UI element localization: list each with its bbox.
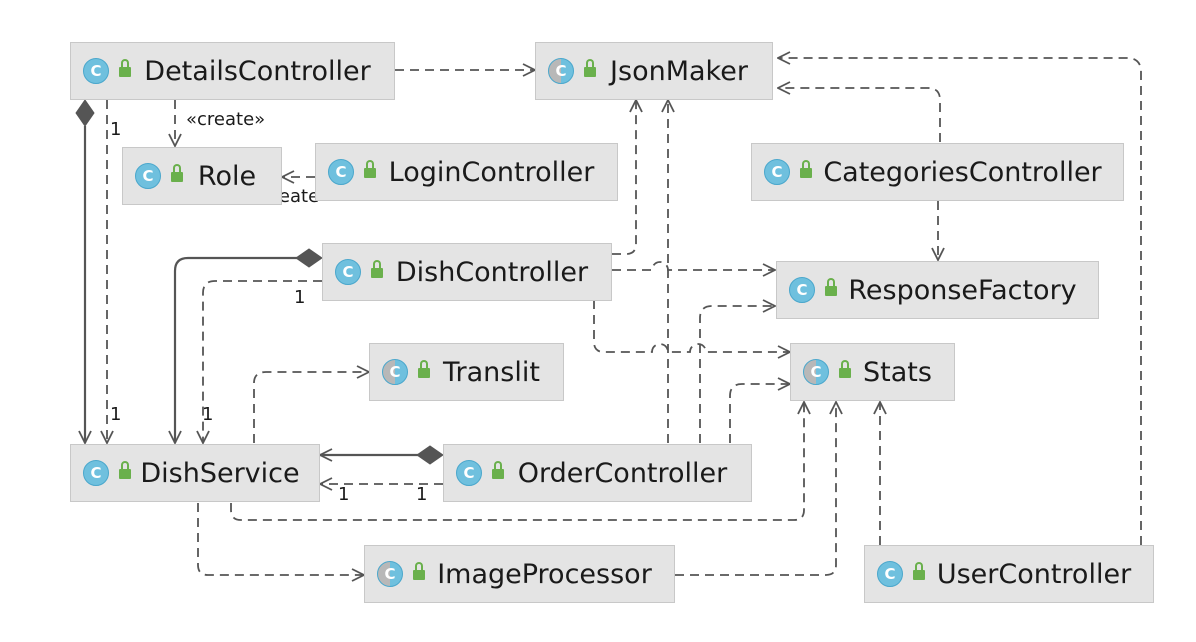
class-node-categoriescontroller[interactable]: C CategoriesController bbox=[751, 143, 1124, 201]
class-icon: C bbox=[135, 163, 161, 189]
lock-icon bbox=[492, 461, 504, 479]
class-node-translit[interactable]: C Translit bbox=[369, 343, 564, 401]
lock-icon bbox=[913, 562, 925, 580]
class-node-jsonmaker[interactable]: C JsonMaker bbox=[535, 42, 773, 100]
abstract-class-icon: C bbox=[382, 359, 408, 385]
class-icon: C bbox=[335, 259, 361, 285]
multiplicity-label: 1 bbox=[110, 119, 122, 140]
abstract-class-icon: C bbox=[377, 561, 403, 587]
edge-image-to-stats bbox=[675, 402, 836, 576]
class-icon: C bbox=[328, 159, 354, 185]
lock-icon bbox=[364, 160, 376, 178]
edge-order-to-response bbox=[699, 306, 775, 443]
lock-icon bbox=[584, 59, 596, 77]
class-node-responsefactory[interactable]: C ResponseFactory bbox=[776, 261, 1099, 319]
diamond-dish bbox=[295, 248, 323, 268]
edge-dish-to-response bbox=[612, 261, 775, 270]
lock-icon bbox=[839, 360, 851, 378]
edge-order-to-stats bbox=[729, 384, 790, 443]
abstract-class-icon: C bbox=[803, 359, 829, 385]
edge-user-to-json bbox=[778, 58, 1142, 545]
lock-icon bbox=[825, 278, 837, 296]
class-icon: C bbox=[83, 460, 109, 486]
class-name: ResponseFactory bbox=[848, 274, 1077, 306]
lock-icon bbox=[371, 260, 383, 278]
lock-icon bbox=[800, 160, 812, 178]
multiplicity-label: 1 bbox=[294, 287, 306, 308]
edge-categories-to-json bbox=[778, 88, 941, 142]
lock-icon bbox=[119, 461, 131, 479]
lock-icon bbox=[413, 562, 425, 580]
class-node-dishservice[interactable]: C DishService bbox=[70, 444, 320, 502]
class-icon: C bbox=[764, 159, 790, 185]
class-name: CategoriesController bbox=[823, 156, 1102, 188]
class-node-logincontroller[interactable]: C LoginController bbox=[315, 143, 618, 201]
class-node-ordercontroller[interactable]: C OrderController bbox=[443, 444, 752, 502]
edge-dish-to-dishservice bbox=[203, 280, 322, 443]
class-icon: C bbox=[877, 561, 903, 587]
class-icon: C bbox=[83, 58, 109, 84]
class-name: DishService bbox=[140, 457, 300, 489]
lock-icon bbox=[171, 164, 183, 182]
diamond-order bbox=[416, 445, 444, 465]
multiplicity-label: 1 bbox=[416, 484, 428, 505]
edge-dishservice-to-translit bbox=[253, 372, 369, 443]
multiplicity-label: 1 bbox=[110, 404, 122, 425]
class-name: JsonMaker bbox=[610, 55, 748, 87]
diamond-details bbox=[75, 99, 95, 127]
class-name: OrderController bbox=[517, 457, 728, 489]
class-name: ImageProcessor bbox=[437, 558, 652, 590]
class-node-imageprocessor[interactable]: C ImageProcessor bbox=[364, 545, 675, 603]
class-icon: C bbox=[789, 277, 815, 303]
class-name: DishController bbox=[395, 256, 589, 288]
multiplicity-label: 1 bbox=[338, 484, 350, 505]
class-node-usercontroller[interactable]: C UserController bbox=[864, 545, 1154, 603]
lock-icon bbox=[418, 360, 430, 378]
class-icon: C bbox=[456, 460, 482, 486]
composition-dish-dishservice bbox=[175, 256, 297, 443]
class-node-dishcontroller[interactable]: C DishController bbox=[322, 243, 612, 301]
class-name: UserController bbox=[936, 558, 1132, 590]
lock-icon bbox=[119, 59, 131, 77]
class-node-detailscontroller[interactable]: C DetailsController bbox=[70, 42, 395, 100]
class-name: Role bbox=[197, 160, 257, 192]
edge-dish-to-stats bbox=[593, 300, 790, 352]
multiplicity-label: 1 bbox=[202, 404, 214, 425]
class-name: Stats bbox=[863, 356, 932, 388]
edge-dishservice-to-image bbox=[197, 503, 364, 575]
class-node-role[interactable]: C Role bbox=[122, 147, 282, 205]
abstract-class-icon: C bbox=[548, 58, 574, 84]
create-label-role: «create» bbox=[186, 109, 266, 130]
class-name: LoginController bbox=[388, 156, 595, 188]
edge-dish-to-json bbox=[612, 100, 636, 255]
edge-dishservice-to-stats bbox=[230, 402, 804, 521]
class-name: Translit bbox=[443, 356, 540, 388]
class-node-stats[interactable]: C Stats bbox=[790, 343, 955, 401]
class-name: DetailsController bbox=[144, 55, 371, 87]
